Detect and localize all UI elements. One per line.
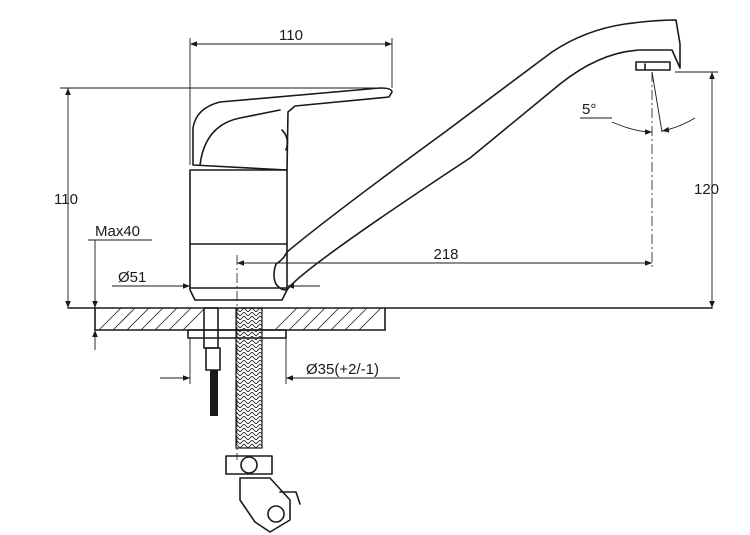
dim-spout-angle: 5°	[580, 101, 696, 135]
hose-fittings	[225, 455, 301, 533]
label-lever-length: 110	[279, 27, 303, 44]
label-max-thickness: Max40	[95, 223, 140, 240]
dim-hole-diameter: Ø35(+2/-1)	[160, 338, 400, 384]
dim-base-diameter: Ø51	[112, 269, 320, 289]
braided-supply-hose	[235, 307, 263, 449]
countertop-hatching	[98, 307, 382, 331]
dim-spout-height: 120	[675, 71, 719, 308]
countertop	[67, 307, 713, 331]
label-total-height: 110	[54, 191, 78, 208]
dim-total-height: 110	[54, 87, 380, 308]
swivel-spout	[273, 19, 681, 291]
dim-lever-length: 110	[189, 27, 393, 165]
label-hole-diameter: Ø35(+2/-1)	[306, 361, 379, 378]
label-spout-reach: 218	[433, 246, 458, 263]
dim-spout-reach: 218	[237, 246, 652, 266]
label-spout-height: 120	[694, 181, 719, 198]
label-spout-angle: 5°	[582, 101, 596, 118]
lever-handle	[192, 87, 393, 171]
faucet-body	[189, 169, 288, 301]
label-base-diameter: Ø51	[118, 269, 146, 286]
dim-max-thickness: Max40	[88, 223, 152, 350]
outlet-tilt-line	[651, 71, 663, 133]
